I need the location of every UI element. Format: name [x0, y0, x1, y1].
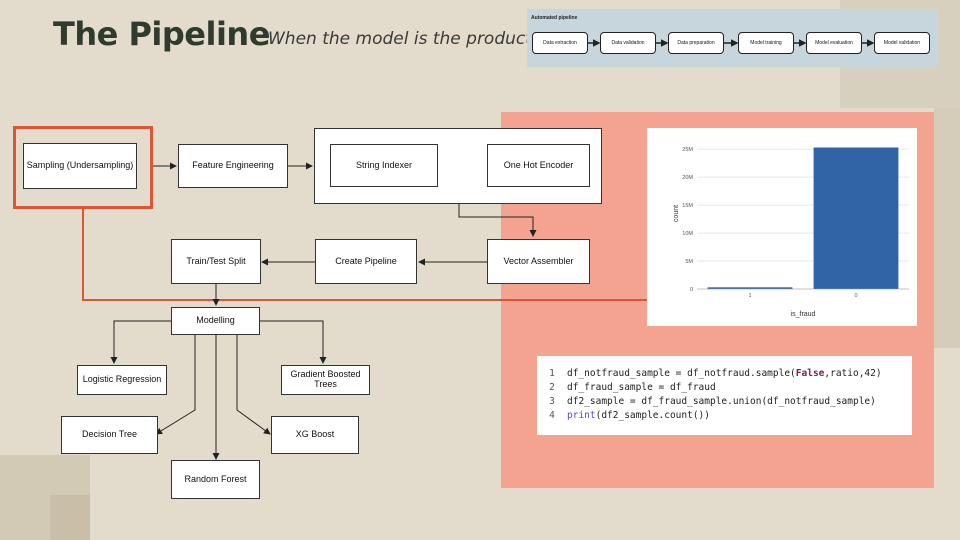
- chart-ytick-label: 0: [690, 287, 693, 293]
- is-fraud-count-chart: 0 5M 10M 15M 20M 25M 1 0 count is_fraud: [647, 128, 917, 326]
- ap-step-model-training: Model training: [738, 32, 794, 54]
- chart-xtick-label: 0: [854, 293, 857, 299]
- code-line-number: 3: [549, 396, 555, 407]
- chart-ytick-label: 20M: [682, 175, 693, 181]
- chart-ytick-label: 25M: [682, 147, 693, 153]
- code-text: ,ratio,42): [824, 368, 882, 379]
- ap-step-data-preparation: Data preparation: [668, 32, 724, 54]
- automated-pipeline-title: Automated pipeline: [531, 15, 578, 21]
- ap-step-data-validation: Data validation: [600, 32, 656, 54]
- node-train-test-split: Train/Test Split: [171, 239, 261, 284]
- node-feature-engineering: Feature Engineering: [178, 144, 288, 188]
- node-xg-boost: XG Boost: [271, 416, 359, 454]
- code-line: 3 df2_sample = df_fraud_sample.union(df_n…: [537, 396, 876, 409]
- node-gradient-boosted-trees: Gradient Boosted Trees: [281, 365, 370, 395]
- bg-decoration-right: [934, 108, 960, 348]
- node-create-pipeline: Create Pipeline: [315, 239, 417, 284]
- node-logistic-regression: Logistic Regression: [77, 365, 167, 395]
- automated-pipeline-arrows: [588, 39, 875, 47]
- code-line-number: 1: [549, 368, 555, 379]
- node-vector-assembler: Vector Assembler: [487, 239, 590, 284]
- ap-step-model-evaluation: Model evaluation: [806, 32, 862, 54]
- chart-ytick-label: 10M: [682, 231, 693, 237]
- ap-step-data-extraction: Data extraction: [532, 32, 588, 54]
- node-decision-tree: Decision Tree: [61, 416, 158, 454]
- node-sampling: Sampling (Undersampling): [23, 143, 137, 189]
- page-title: The Pipeline: [53, 15, 270, 53]
- code-line-number: 2: [549, 382, 555, 393]
- chart-xlabel: is_fraud: [791, 311, 816, 318]
- chart-svg: 0 5M 10M 15M 20M 25M 1 0 count is_fraud: [673, 147, 909, 318]
- code-line: 2 df_fraud_sample = df_fraud: [537, 382, 716, 395]
- chart-ytick-label: 15M: [682, 203, 693, 209]
- page-subtitle: When the model is the product: [268, 29, 532, 49]
- node-random-forest: Random Forest: [171, 460, 260, 499]
- chart-xtick-label: 1: [748, 293, 751, 299]
- chart-ytick-label: 5M: [685, 259, 693, 265]
- automated-pipeline-image: Automated pipeline Data extraction Data …: [527, 9, 938, 67]
- code-text: df2_sample = df_fraud_sample.union(df_no…: [567, 396, 876, 407]
- code-line: 1 df_notfraud_sample = df_notfraud.sample…: [537, 368, 882, 381]
- code-text: df_notfraud_sample = df_notfraud.sample(: [567, 368, 796, 379]
- node-modelling: Modelling: [171, 307, 260, 335]
- code-text: (df2_sample.count()): [595, 410, 710, 421]
- code-line: 4 print(df2_sample.count()): [537, 410, 710, 423]
- chart-bar: [813, 147, 899, 289]
- chart-ylabel: count: [673, 205, 680, 222]
- bg-decoration-bottom-left-inner: [50, 495, 90, 540]
- sampling-highlight-connector: [82, 209, 647, 301]
- ap-step-model-validation: Model validation: [874, 32, 930, 54]
- code-line-number: 4: [549, 410, 555, 421]
- sampling-highlight-frame: [13, 126, 153, 209]
- chart-bar: [707, 287, 793, 289]
- code-snippet: 1 df_notfraud_sample = df_notfraud.sample…: [537, 356, 912, 435]
- node-string-indexer: String Indexer: [330, 144, 438, 187]
- code-keyword: False: [795, 368, 825, 379]
- code-builtin: print: [567, 410, 596, 421]
- node-one-hot-encoder: One Hot Encoder: [487, 144, 590, 187]
- code-text: df_fraud_sample = df_fraud: [567, 382, 716, 393]
